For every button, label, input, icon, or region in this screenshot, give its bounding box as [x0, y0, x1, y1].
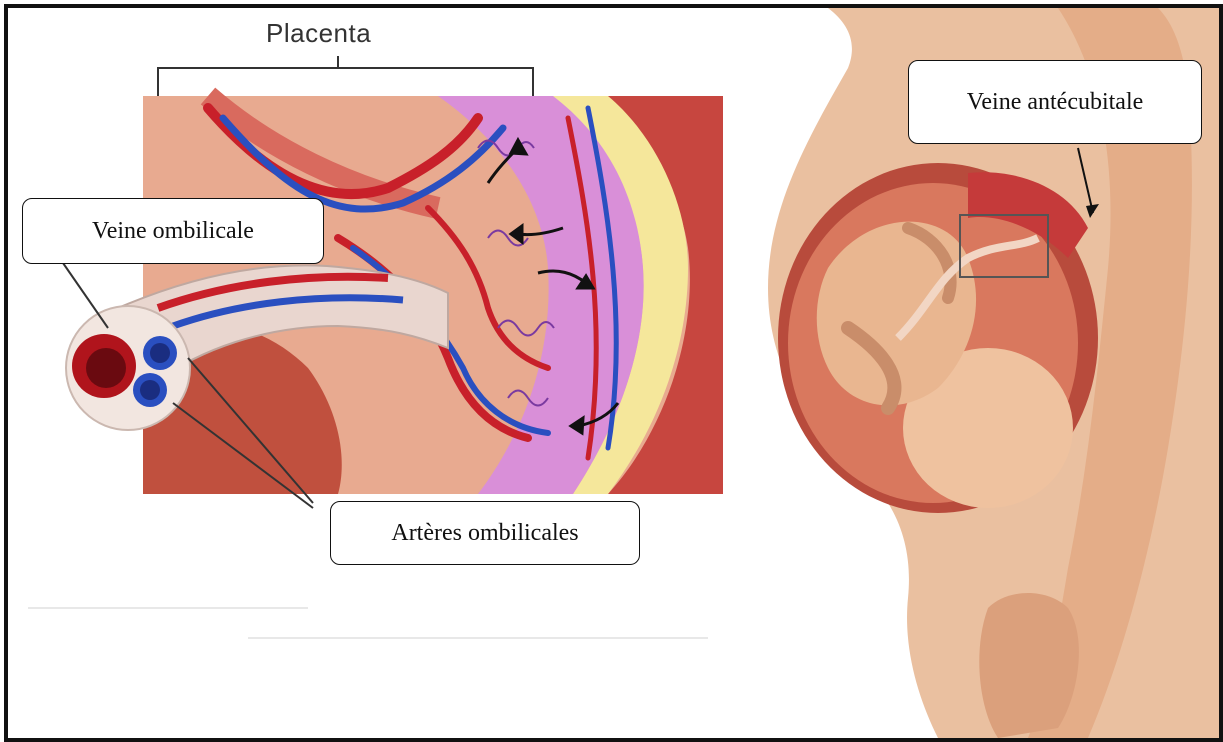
label-umbilical-vein: Veine ombilicale: [22, 198, 324, 264]
leader-umbilical-vein: [63, 263, 108, 328]
label-umbilical-arteries: Artères ombilicales: [330, 501, 640, 565]
placenta-title: Placenta: [266, 18, 371, 49]
label-antecubital-vein: Veine antécubitale: [908, 60, 1202, 144]
hand: [979, 593, 1079, 738]
faint-lines: [28, 608, 708, 638]
figure-frame: Placenta Veine ombilicale Artères ombili…: [4, 4, 1223, 742]
vein-lumen-inner: [86, 348, 126, 388]
